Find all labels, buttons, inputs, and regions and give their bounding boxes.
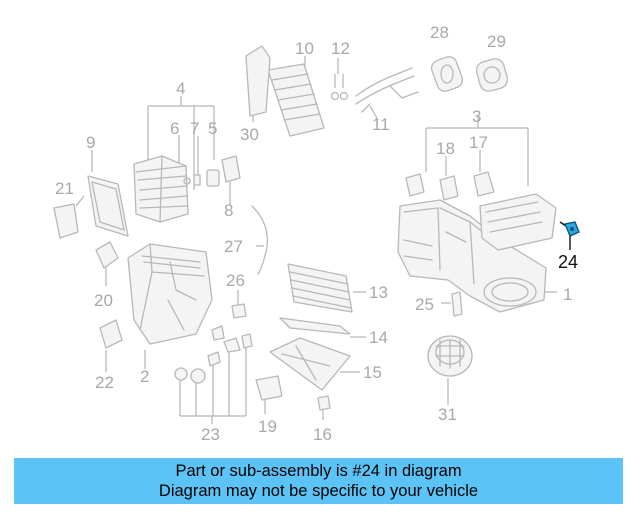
bracket-19-part bbox=[255, 375, 283, 401]
actuator-part bbox=[221, 155, 241, 183]
callout-4: 4 bbox=[176, 79, 185, 98]
heater-box-part bbox=[127, 243, 213, 345]
bracket-part bbox=[53, 203, 79, 239]
caption-line-part-number: Part or sub-assembly is #24 in diagram bbox=[175, 462, 462, 480]
blower-housing-part bbox=[479, 193, 557, 251]
callout-25: 25 bbox=[415, 295, 434, 314]
callout-19: 19 bbox=[258, 417, 277, 436]
callout-31: 31 bbox=[438, 405, 457, 424]
hose-part bbox=[251, 205, 269, 275]
seal-part bbox=[245, 45, 271, 117]
callout-30: 30 bbox=[240, 125, 259, 144]
callout-9: 9 bbox=[86, 133, 95, 152]
callout-17: 17 bbox=[469, 133, 488, 152]
filter-top-part bbox=[267, 63, 325, 137]
callout-8: 8 bbox=[224, 201, 233, 220]
seal-28-part bbox=[430, 56, 464, 92]
sensor-26-part bbox=[231, 303, 247, 319]
evaporator-part bbox=[133, 155, 189, 223]
seal-29-part bbox=[475, 58, 509, 92]
leader-lines bbox=[75, 56, 557, 424]
oring-part bbox=[183, 177, 191, 185]
clip-f-part bbox=[211, 325, 225, 341]
tray-part bbox=[269, 337, 351, 391]
clip-part bbox=[95, 241, 119, 269]
cabin-filter-part bbox=[87, 175, 129, 237]
callout-21: 21 bbox=[55, 179, 74, 198]
callout-3: 3 bbox=[472, 107, 481, 126]
parts bbox=[53, 45, 580, 411]
mount-part bbox=[99, 319, 123, 349]
callout-15: 15 bbox=[363, 363, 382, 382]
plate-part bbox=[279, 317, 351, 335]
callout-23: 23 bbox=[201, 425, 220, 444]
callout-6: 6 bbox=[170, 119, 179, 138]
servo-3-part bbox=[405, 173, 425, 197]
exploded-parts-diagram: 1 2 3 4 5 6 7 8 9 10 11 12 13 14 15 16 1… bbox=[53, 23, 580, 444]
heater-core-part bbox=[287, 263, 353, 313]
callout-24: 24 bbox=[558, 252, 578, 272]
callout-labels: 1 2 3 4 5 6 7 8 9 10 11 12 13 14 15 16 1… bbox=[55, 23, 578, 444]
servo-17-part bbox=[473, 171, 495, 197]
servo-18-part bbox=[439, 175, 459, 201]
callout-7: 7 bbox=[190, 119, 199, 138]
valve-part bbox=[193, 174, 201, 186]
caption-line-disclaimer: Diagram may not be specific to your vehi… bbox=[158, 482, 479, 500]
screw-part bbox=[317, 395, 331, 411]
callout-27: 27 bbox=[224, 237, 243, 256]
clip-a-part bbox=[330, 91, 340, 101]
clip-c-part bbox=[207, 351, 221, 367]
callout-13: 13 bbox=[369, 283, 388, 302]
callout-29: 29 bbox=[487, 32, 506, 51]
callout-12: 12 bbox=[331, 39, 350, 58]
callout-26: 26 bbox=[226, 271, 245, 290]
callout-1: 1 bbox=[563, 285, 572, 304]
diagram-caption-banner: Part or sub-assembly is #24 in diagram D… bbox=[14, 458, 623, 504]
highlighted-part-24 bbox=[559, 221, 580, 250]
sensor-part bbox=[206, 169, 220, 187]
callout-28: 28 bbox=[430, 23, 449, 42]
callout-22: 22 bbox=[95, 373, 114, 392]
callout-16: 16 bbox=[313, 425, 332, 444]
grommet-a-part bbox=[174, 367, 188, 381]
main-housing-part bbox=[397, 199, 547, 313]
pipe-part bbox=[355, 67, 419, 113]
resistor-part bbox=[451, 291, 463, 317]
grommet-b-part bbox=[190, 368, 206, 384]
callout-20: 20 bbox=[94, 291, 113, 310]
callout-5: 5 bbox=[208, 119, 217, 138]
callout-2: 2 bbox=[140, 367, 149, 386]
clip-e-part bbox=[241, 333, 253, 349]
callout-18: 18 bbox=[436, 139, 455, 158]
blower-motor-part bbox=[427, 335, 473, 377]
callout-11: 11 bbox=[372, 115, 390, 134]
callout-10: 10 bbox=[295, 39, 314, 58]
clip-b-part bbox=[339, 91, 349, 101]
callout-14: 14 bbox=[369, 328, 388, 347]
clip-d-part bbox=[223, 337, 241, 353]
